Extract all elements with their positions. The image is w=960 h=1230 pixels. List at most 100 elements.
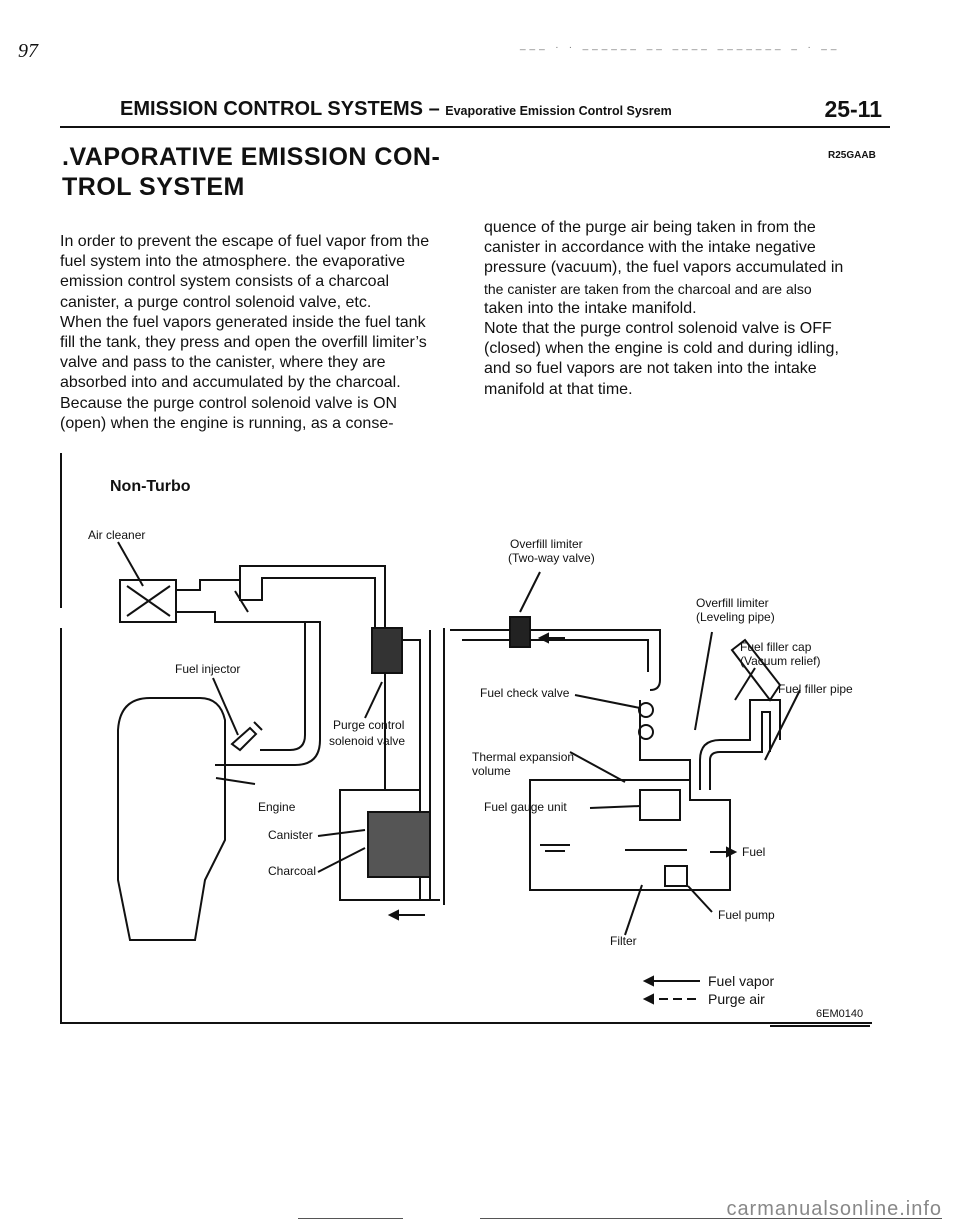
label-fuel-check-valve: Fuel check valve	[480, 686, 570, 700]
body-left-line: absorbed into and accumulated by the cha…	[60, 374, 401, 392]
label-fuel: Fuel	[742, 845, 766, 859]
header-subsection: Evaporative Emission Control Sysrem	[445, 104, 672, 118]
footer-rule-right	[480, 1218, 942, 1219]
body-right-line: canister in accordance with the intake n…	[484, 239, 816, 257]
leader-check-valve	[574, 694, 641, 709]
figure-heading: Non-Turbo	[110, 478, 191, 495]
leader-thermal-volume	[569, 751, 626, 783]
section-code: R25GAAB	[828, 150, 876, 161]
label-thermal-expansion-2: volume	[472, 764, 511, 778]
label-filler-cap-1: Fuel filler cap	[740, 640, 812, 654]
check-valve-pipe	[639, 700, 691, 780]
figure-left-border-upper	[60, 453, 62, 608]
figure-code: 6EM0140	[816, 1008, 864, 1020]
fuel-filler-pipe	[699, 699, 781, 790]
leader-purge-valve	[364, 681, 383, 719]
body-right-line: pressure (vacuum), the fuel vapors accum…	[484, 259, 844, 277]
fuel-flow-arrowhead	[726, 846, 738, 858]
legend-purge-air: Purge air	[708, 991, 765, 1007]
body-right-line: taken into the intake manifold.	[484, 299, 697, 317]
fuel-injector-nozzle	[253, 721, 263, 731]
body-left-line: When the fuel vapors generated inside th…	[60, 313, 426, 331]
header-section: EMISSION CONTROL SYSTEMS	[120, 98, 423, 120]
leader-gauge-unit	[589, 805, 641, 809]
figure-bottom-rule	[60, 1022, 872, 1024]
fuel-filler-cap	[730, 638, 782, 702]
page-header: EMISSION CONTROL SYSTEMS – Evaporative E…	[120, 96, 882, 122]
label-purge-control-2: solenoid valve	[329, 734, 406, 748]
label-purge-control-1: Purge control	[333, 718, 405, 732]
page-number: 25-11	[824, 96, 882, 122]
body-right-line: and so fuel vapors are not taken into th…	[484, 360, 817, 378]
leader-air-cleaner	[117, 541, 144, 587]
legend-solid-arrowhead	[642, 975, 654, 987]
scan-specks: ___ . . ______ __ ____ _______ _ . __	[520, 40, 841, 51]
label-engine: Engine	[258, 800, 296, 814]
body-right-column: quence of the purge air being taken in f…	[484, 218, 884, 400]
label-thermal-expansion-1: Thermal expansion	[472, 750, 575, 764]
label-fuel-gauge-unit: Fuel gauge unit	[484, 800, 567, 814]
body-left-line: fuel system into the atmosphere. the eva…	[60, 253, 406, 271]
body-right-line: manifold at that time.	[484, 380, 633, 398]
header-dash: –	[428, 98, 440, 120]
label-overfill-limiter-1: Overfill limiter	[510, 537, 583, 551]
fuel-check-valve-2	[638, 724, 654, 740]
label-fuel-pump: Fuel pump	[718, 908, 775, 922]
leader-filler-pipe	[764, 689, 801, 761]
canister-charcoal-fill	[367, 811, 431, 878]
section-title-line1: .VAPORATIVE EMISSION CON-	[62, 143, 441, 171]
intake-manifold-inner	[260, 622, 306, 751]
vapor-line-to-tank	[450, 629, 661, 691]
label-filler-pipe: Fuel filler pipe	[778, 682, 853, 696]
body-left-line: fill the tank, they press and open the o…	[60, 334, 427, 352]
body-left-line: valve and pass to the canister, where th…	[60, 354, 386, 372]
intake-duct-lower	[176, 611, 321, 740]
label-leveling-2: (Leveling pipe)	[696, 610, 775, 624]
fuel-filler-pipe-inner	[709, 711, 771, 790]
label-leveling-1: Overfill limiter	[696, 596, 769, 610]
intake-duct-inner	[239, 577, 376, 630]
purge-air-arrowhead	[387, 909, 399, 921]
fuel-check-valve-1	[638, 702, 654, 718]
body-right-line: quence of the purge air being taken in f…	[484, 219, 816, 236]
purge-hose-right	[402, 639, 421, 820]
intake-manifold-outer	[215, 739, 321, 766]
section-title: .VAPORATIVE EMISSION CON- TROL SYSTEM	[62, 142, 492, 202]
figure-left-border-lower	[60, 628, 62, 1024]
leader-canister	[317, 829, 366, 837]
intake-duct-upper	[176, 565, 386, 630]
label-air-cleaner: Air cleaner	[88, 528, 146, 542]
legend-dashed-arrowhead	[642, 993, 654, 1005]
leader-filler-cap	[734, 667, 756, 701]
footer-rule-left	[298, 1218, 403, 1219]
page-corner-mark: 97	[18, 40, 38, 62]
leader-fuel-injector	[212, 677, 239, 736]
body-left-line: emission control system consists of a ch…	[60, 273, 390, 291]
body-left-line: canister, a purge control solenoid valve…	[60, 293, 372, 311]
fuel-injector-body	[230, 726, 258, 752]
air-cleaner-cross	[126, 585, 171, 617]
body-left-line: In order to prevent the escape of fuel v…	[60, 233, 430, 250]
legend-fuel-vapor: Fuel vapor	[708, 973, 775, 989]
leader-charcoal	[317, 847, 366, 873]
figure-bottom-rule-accent	[770, 1025, 870, 1027]
leader-leveling-pipe	[694, 631, 713, 731]
engine-outline	[117, 697, 226, 941]
fuel-tank	[529, 779, 731, 891]
leader-filter	[624, 884, 643, 936]
header-rule	[60, 126, 890, 128]
vapor-line-to-tank-inner	[462, 639, 649, 672]
body-left-line: (open) when the engine is running, as a …	[60, 414, 394, 432]
leader-air-cleaner-2	[234, 590, 249, 613]
overfill-limiter-two-way-valve	[509, 616, 531, 648]
footer-watermark: carmanualsonline.info	[726, 1198, 942, 1220]
leader-engine	[215, 777, 256, 785]
vapor-flow-arrowhead	[537, 632, 549, 644]
label-canister: Canister	[268, 828, 313, 842]
body-left-line: Because the purge control solenoid valve…	[60, 394, 398, 412]
label-filter: Filter	[610, 934, 637, 948]
section-title-line2: TROL SYSTEM	[62, 173, 245, 201]
label-overfill-limiter-2: (Two-way valve)	[508, 551, 595, 565]
label-fuel-injector: Fuel injector	[175, 662, 241, 676]
